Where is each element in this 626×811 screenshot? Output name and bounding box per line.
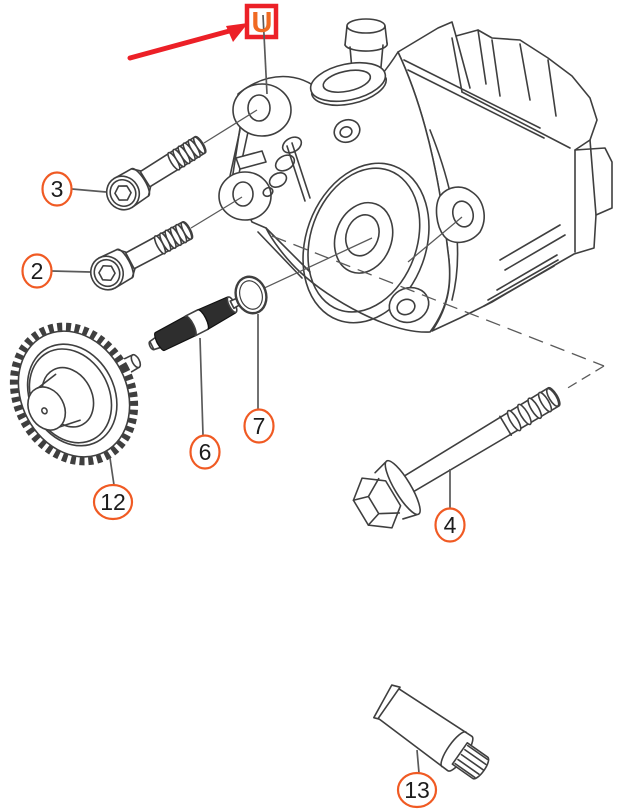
callout-ring [92, 483, 134, 521]
callout-ring [434, 507, 466, 543]
callout-7[interactable]: 7 [243, 408, 275, 444]
socket-bolt-3 [99, 127, 213, 217]
callout-3[interactable]: 3 [41, 171, 73, 207]
callout-ring [243, 408, 275, 444]
callout-13[interactable]: 13 [396, 771, 438, 809]
u-leader-line [262, 14, 268, 95]
callout-label: 6 [199, 439, 212, 465]
callout-label: 3 [51, 176, 64, 202]
u-symbol-label: U [252, 7, 273, 39]
o-ring [234, 275, 268, 315]
callout-ring [189, 434, 221, 470]
highlight-arrow-head [226, 23, 248, 42]
callout-2[interactable]: 2 [21, 253, 53, 289]
top-port [309, 18, 388, 107]
callout-ring [41, 171, 73, 207]
highlight-annotation: U [127, 3, 279, 95]
highlight-arrow-shaft [127, 27, 236, 61]
callout-label: 2 [31, 258, 44, 284]
pump-housing [397, 21, 613, 332]
sealant-tube [373, 684, 490, 780]
callout-label: 13 [404, 777, 430, 803]
hex-bolt-4 [352, 386, 561, 529]
callout-leaders [51, 188, 451, 774]
callout-ring [396, 771, 438, 809]
callout-ring [21, 253, 53, 289]
splined-shaft [148, 296, 244, 352]
callout-6[interactable]: 6 [189, 434, 221, 470]
callout-label: 4 [444, 512, 457, 538]
highlight-box [244, 3, 279, 40]
drive-gear [9, 322, 142, 466]
center-lines [190, 109, 605, 390]
callout-4[interactable]: 4 [434, 507, 466, 543]
pump-assembly [218, 18, 613, 333]
socket-bolt-2 [84, 213, 199, 297]
mounting-flange [218, 83, 311, 279]
callout-label: 12 [100, 489, 126, 515]
callout-label: 7 [253, 413, 266, 439]
callout-12[interactable]: 12 [92, 483, 134, 521]
